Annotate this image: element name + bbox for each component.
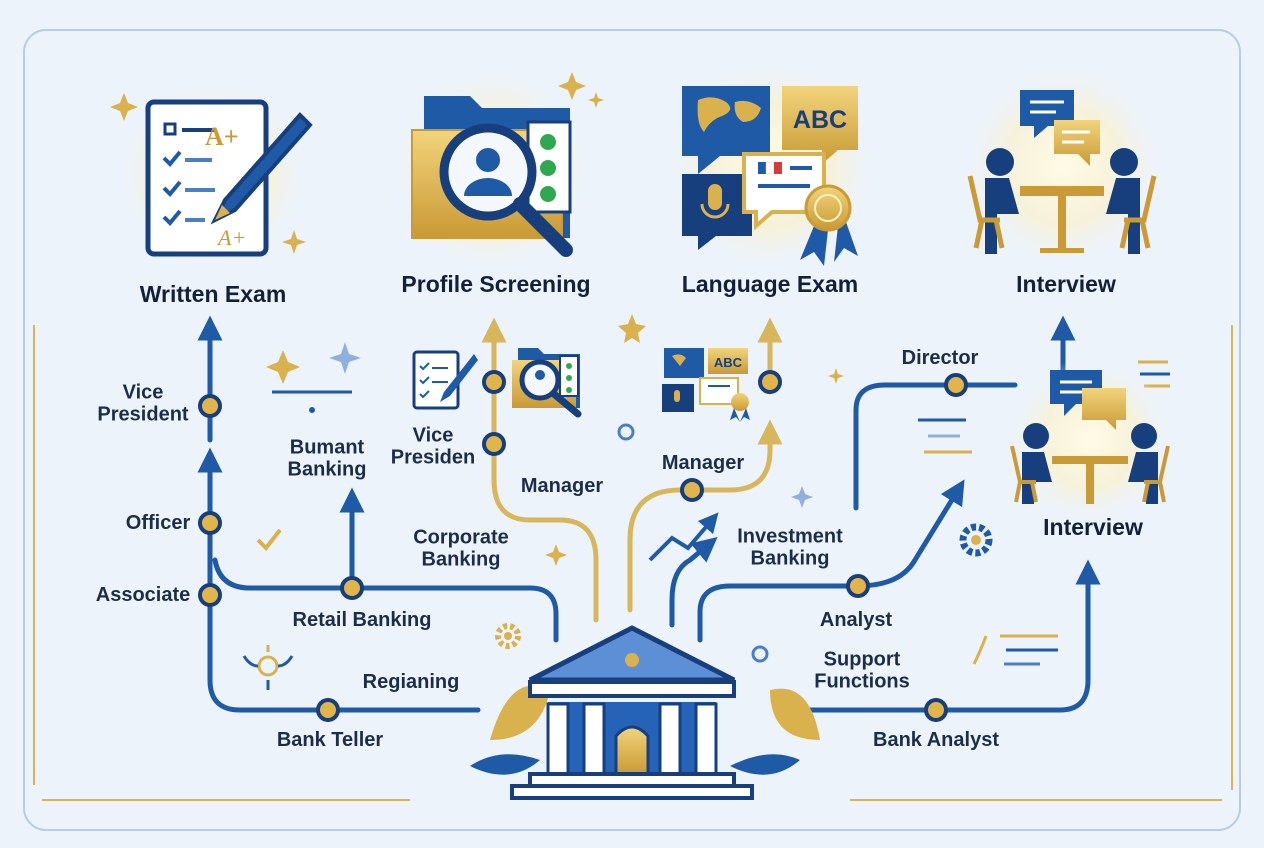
bumant-banking-label: Bumant Banking <box>288 437 367 482</box>
folder-magnifier-icon <box>392 70 592 270</box>
corporate-role-vp-line2: Presiden <box>390 447 476 469</box>
bank-building-icon <box>470 625 820 800</box>
investment-line2: Banking <box>750 548 830 570</box>
node-bank-analyst <box>924 698 948 722</box>
stage-title-interview: Interview <box>1016 271 1116 298</box>
node-corp-vp <box>482 432 506 456</box>
investment-role-manager: Manager <box>661 451 745 474</box>
stage-title-language: Language Exam <box>681 271 859 298</box>
interview-inset-icon <box>1008 358 1172 522</box>
corporate-role-vp-line1: Vice <box>412 424 454 447</box>
node-analyst <box>846 574 870 598</box>
retail-banking-label: Retail Banking <box>292 608 432 631</box>
retail-beginning-label: Regianing <box>362 670 460 693</box>
node-retail <box>340 576 364 600</box>
stage-title-profile: Profile Screening <box>401 271 591 298</box>
support-line2: Functions <box>814 671 910 693</box>
interview-table-icon <box>963 65 1163 265</box>
node-officer <box>198 511 222 535</box>
grade-text-2: A+ <box>216 225 246 250</box>
lightbulb-icon <box>242 645 294 690</box>
sparkle-icon <box>558 72 604 108</box>
node-director <box>944 373 968 397</box>
path-nodes <box>198 370 968 722</box>
node-bank-teller <box>316 698 340 722</box>
bumant-line2: Banking <box>287 459 367 481</box>
corporate-banking-label: Corporate Banking <box>413 527 509 572</box>
corporate-line2: Banking <box>421 549 501 571</box>
mini-abc-text: ABC <box>714 355 743 370</box>
node-corp-top <box>482 370 506 394</box>
corporate-line1: Corporate <box>413 526 509 549</box>
decor-icons <box>242 314 1170 690</box>
support-role-bank-analyst: Bank Analyst <box>873 728 999 751</box>
bumant-line1: Bumant <box>289 436 365 459</box>
investment-role-analyst: Analyst <box>819 608 893 631</box>
sparkle-icon <box>110 93 306 254</box>
node-manager <box>680 478 704 502</box>
gear-icon <box>959 523 993 557</box>
grade-text: A+ <box>205 122 239 151</box>
frame-border <box>23 29 1241 831</box>
investment-role-director: Director <box>901 346 979 369</box>
gear-icon <box>495 623 521 649</box>
node-lang <box>758 370 782 394</box>
role-associate: Associate <box>95 583 191 606</box>
retail-banking-path <box>197 315 559 713</box>
trend-arrow-icon <box>648 512 719 562</box>
support-line1: Support <box>823 648 901 671</box>
node-associate <box>198 583 222 607</box>
investment-line1: Investment <box>737 525 843 548</box>
corporate-role-manager: Manager <box>520 474 604 497</box>
mini-speech-bubbles-icon: ABC <box>662 348 750 422</box>
investment-banking-label: Investment Banking <box>737 526 843 571</box>
support-functions-label: Support Functions <box>814 649 910 694</box>
node-vice-president <box>198 394 222 418</box>
interview-inset-title: Interview <box>1043 514 1143 541</box>
abc-text: ABC <box>793 106 847 134</box>
role-bank-teller: Bank Teller <box>276 728 384 751</box>
role-officer: Officer <box>125 511 191 534</box>
corporate-role-vp: Vice Presiden <box>391 425 475 470</box>
mini-exam-icon <box>412 350 478 410</box>
speech-bubbles-icon: ABC <box>665 60 875 270</box>
exam-sheet-pen-icon: A+ A+ <box>117 80 313 270</box>
mini-folder-magnifier-icon <box>512 348 582 418</box>
stage-title-written: Written Exam <box>139 281 287 308</box>
